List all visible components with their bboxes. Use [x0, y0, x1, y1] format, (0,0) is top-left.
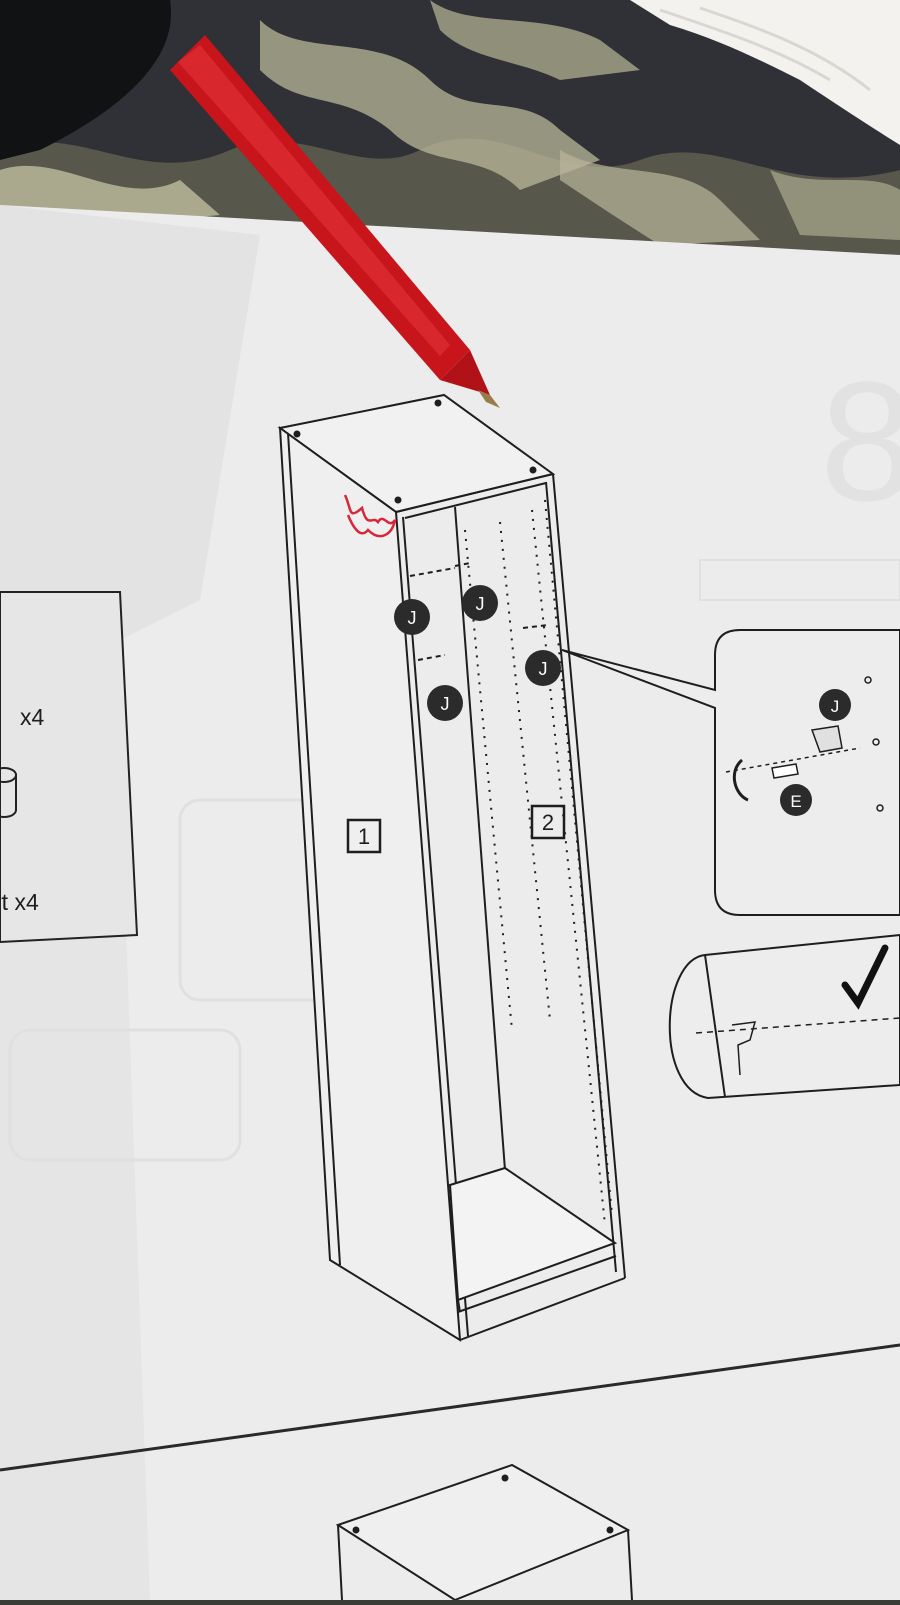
callout-j-4: J: [525, 650, 561, 686]
qty-bottom-label: rt x4: [0, 889, 39, 915]
cabinet-box-icon: [335, 1463, 633, 1602]
svg-text:8: 8: [820, 347, 900, 537]
svg-text:1: 1: [358, 824, 370, 849]
svg-text:J: J: [476, 594, 485, 614]
callout-j-1: J: [394, 599, 430, 635]
svg-text:E: E: [790, 792, 801, 811]
callout-j-3: J: [427, 685, 463, 721]
callout-j-detail: [819, 689, 851, 721]
callout-j-2: J: [462, 585, 498, 621]
svg-text:J: J: [539, 659, 548, 679]
left-hardware-panel: x4 rt x4: [0, 591, 139, 944]
panel-label-2: 2: [530, 804, 566, 840]
svg-text:J: J: [831, 697, 840, 716]
svg-text:J: J: [441, 694, 450, 714]
checkmark-icon: [841, 944, 889, 1010]
callout-e-detail: [780, 784, 812, 816]
qty-top-label: x4: [20, 704, 45, 730]
svg-text:2: 2: [542, 810, 554, 835]
detail-bubble: J E: [561, 629, 900, 916]
red-pen: [170, 35, 500, 408]
instruction-sheet: 8: [0, 205, 900, 1600]
cam-lock-icon: [0, 767, 17, 818]
check-panel: [668, 933, 900, 1100]
svg-text:J: J: [408, 608, 417, 628]
rotate-arrow-icon: [732, 758, 749, 802]
cabinet-diagram: [277, 393, 626, 1342]
handwriting-scribble: [343, 494, 397, 538]
panel-label-1: 1: [346, 818, 382, 854]
